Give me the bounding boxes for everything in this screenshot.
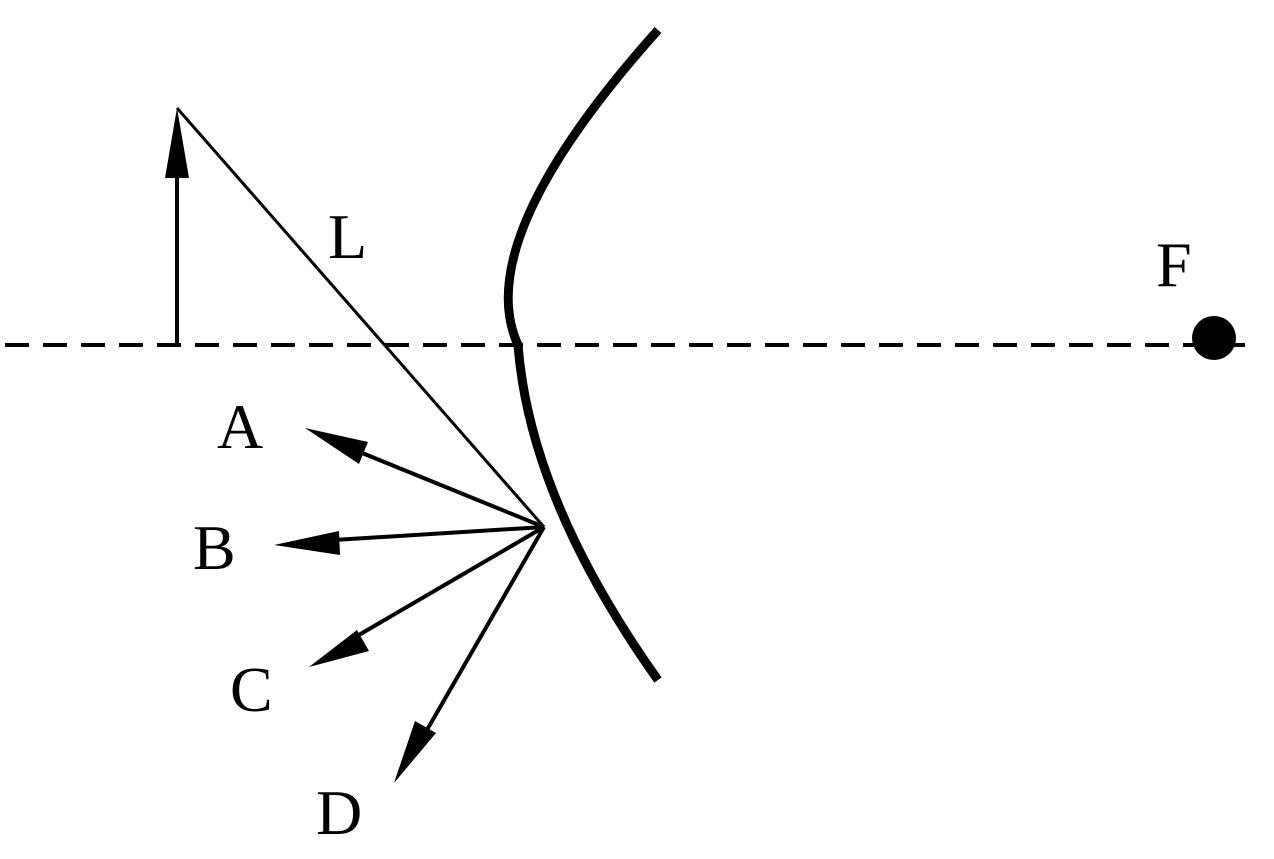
option-a-label: A bbox=[217, 391, 263, 462]
incident-ray bbox=[175, 107, 546, 528]
focal-point-label: F bbox=[1156, 229, 1192, 300]
ray-b bbox=[317, 525, 545, 543]
incident-ray-label: L bbox=[328, 201, 367, 272]
option-b-label: B bbox=[193, 512, 236, 583]
ray-c-arrowhead bbox=[309, 630, 369, 667]
ray-a bbox=[339, 442, 545, 529]
ray-a-arrowhead bbox=[305, 428, 368, 464]
object-arrowhead bbox=[165, 108, 189, 178]
convex-mirror bbox=[503, 26, 662, 683]
focal-point-dot bbox=[1192, 316, 1236, 360]
ray-d bbox=[418, 526, 546, 743]
ray-c bbox=[338, 525, 546, 648]
option-d-label: D bbox=[316, 777, 362, 848]
ray-b-arrowhead bbox=[274, 531, 340, 555]
option-c-label: C bbox=[230, 654, 273, 725]
ray-d-arrowhead bbox=[394, 721, 436, 783]
